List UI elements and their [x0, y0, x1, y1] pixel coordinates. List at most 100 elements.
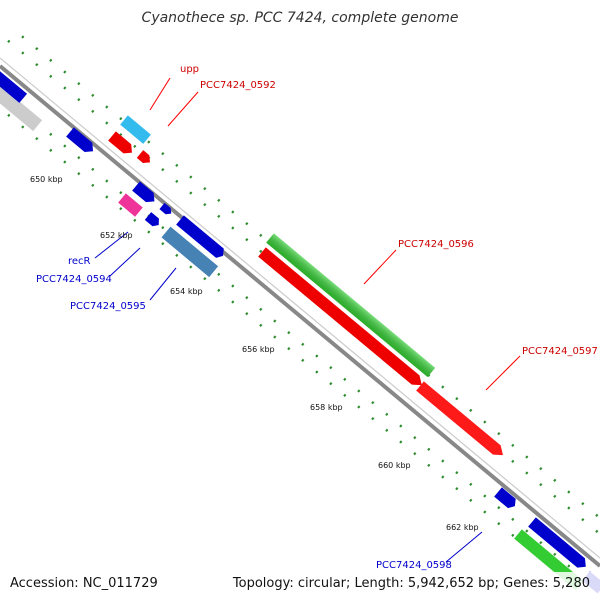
- guide-dot: [413, 452, 417, 456]
- guide-dot: [595, 529, 599, 533]
- gene-pcc7424-0595[interactable]: [161, 226, 219, 278]
- guide-dot: [49, 74, 53, 78]
- guide-dot: [511, 459, 515, 463]
- gene-recr[interactable]: [118, 193, 143, 217]
- guide-dot: [399, 440, 403, 444]
- guide-dot: [175, 163, 179, 167]
- scale-654kbp: 654 kbp: [170, 287, 203, 296]
- guide-dot: [273, 335, 277, 339]
- guide-dot: [553, 494, 557, 498]
- guide-dot: [469, 498, 473, 502]
- gene-pcc7424-0596-rna[interactable]: [266, 233, 436, 378]
- guide-dot: [203, 277, 207, 281]
- guide-dot: [7, 39, 11, 43]
- guide-dot: [49, 148, 53, 152]
- guide-dot: [245, 312, 249, 316]
- guide-dot: [273, 319, 277, 323]
- gene-grey-topleft[interactable]: [0, 80, 43, 132]
- guide-dot: [91, 167, 95, 171]
- footer: Accession: NC_011729 Topology: circular;…: [0, 572, 600, 600]
- guide-dot: [385, 412, 389, 416]
- guide-dot: [175, 179, 179, 183]
- guide-dot: [217, 288, 221, 292]
- scale-labels: 650 kbp 652 kbp 654 kbp 656 kbp 658 kbp …: [30, 175, 479, 532]
- guide-dot: [91, 183, 95, 187]
- gene-labels: upp PCC7424_0592 recR PCC7424_0594 PCC74…: [36, 64, 598, 571]
- guide-dot: [35, 47, 39, 51]
- guide-dot: [441, 475, 445, 479]
- guide-dot: [287, 331, 291, 335]
- gene-blue-650[interactable]: [66, 127, 97, 155]
- gene-pcc7424-0598[interactable]: [494, 487, 519, 510]
- gene-blue-653[interactable]: [176, 215, 227, 260]
- genome-backbone: [0, 57, 600, 568]
- guide-dot: [525, 529, 529, 533]
- guide-dot: [511, 533, 515, 537]
- scale-662kbp: 662 kbp: [446, 523, 479, 532]
- guide-dot: [245, 222, 249, 226]
- guide-dot: [567, 506, 571, 510]
- gene-blue-lower[interactable]: [528, 517, 589, 571]
- guide-dot: [525, 471, 529, 475]
- guide-dot: [35, 137, 39, 141]
- guide-dot: [21, 35, 25, 39]
- guide-dot: [497, 522, 501, 526]
- gene-pcc7424-0596[interactable]: [258, 247, 425, 389]
- map-title: Cyanothece sp. PCC 7424, complete genome: [142, 10, 459, 26]
- guide-dot: [49, 58, 53, 62]
- leader-lines: [94, 77, 521, 563]
- guide-dot: [469, 482, 473, 486]
- label-pcc7424-0597: PCC7424_0597: [522, 346, 598, 357]
- guide-dot: [539, 541, 543, 545]
- guide-dot: [161, 226, 165, 230]
- guide-dot: [301, 358, 305, 362]
- guide-dot: [21, 125, 25, 129]
- guide-dot: [567, 564, 571, 568]
- gene-blue-topleft[interactable]: [0, 69, 28, 103]
- gene-pcc7424-0592[interactable]: [108, 131, 136, 157]
- guide-dot: [35, 63, 39, 67]
- guide-dot: [63, 160, 67, 164]
- gene-pcc7424-0597[interactable]: [416, 381, 507, 459]
- guide-dot: [357, 389, 361, 393]
- guide-dot: [329, 366, 333, 370]
- guide-dot: [189, 191, 193, 195]
- topology-summary: Topology: circular; Length: 5,942,652 bp…: [232, 576, 590, 591]
- guide-dot: [581, 502, 585, 506]
- gene-small-red[interactable]: [136, 150, 153, 166]
- guide-dot: [441, 459, 445, 463]
- gene-upp[interactable]: [120, 115, 151, 144]
- guide-dot: [315, 370, 319, 374]
- scale-656kbp: 656 kbp: [242, 345, 275, 354]
- guide-dot: [497, 432, 501, 436]
- guide-dot: [217, 198, 221, 202]
- label-pcc7424-0592: PCC7424_0592: [200, 80, 276, 91]
- guide-dot: [483, 510, 487, 514]
- guide-dot: [539, 467, 543, 471]
- guide-dot: [371, 401, 375, 405]
- guide-dot: [133, 144, 137, 148]
- guide-dot: [581, 518, 585, 522]
- gene-blue-652b[interactable]: [159, 202, 173, 217]
- guide-dot: [203, 187, 207, 191]
- guide-dot: [63, 144, 67, 148]
- guide-dot: [301, 342, 305, 346]
- gene-blue-652a[interactable]: [132, 181, 158, 206]
- guide-dot: [91, 93, 95, 97]
- guide-dot: [21, 51, 25, 55]
- guide-dot: [315, 354, 319, 358]
- forward-strand-genes: [108, 115, 589, 590]
- guide-dot: [357, 405, 361, 409]
- gene-pcc7424-0594[interactable]: [144, 212, 162, 229]
- guide-dot: [231, 210, 235, 214]
- guide-dot: [231, 226, 235, 230]
- guide-dot: [119, 117, 123, 121]
- guide-dot: [161, 152, 165, 156]
- guide-dot: [455, 471, 459, 475]
- guide-dot: [413, 436, 417, 440]
- guide-dot: [161, 168, 165, 172]
- guide-dot: [259, 233, 263, 237]
- guide-dot: [343, 377, 347, 381]
- guide-dot: [133, 218, 137, 222]
- guide-dot: [385, 428, 389, 432]
